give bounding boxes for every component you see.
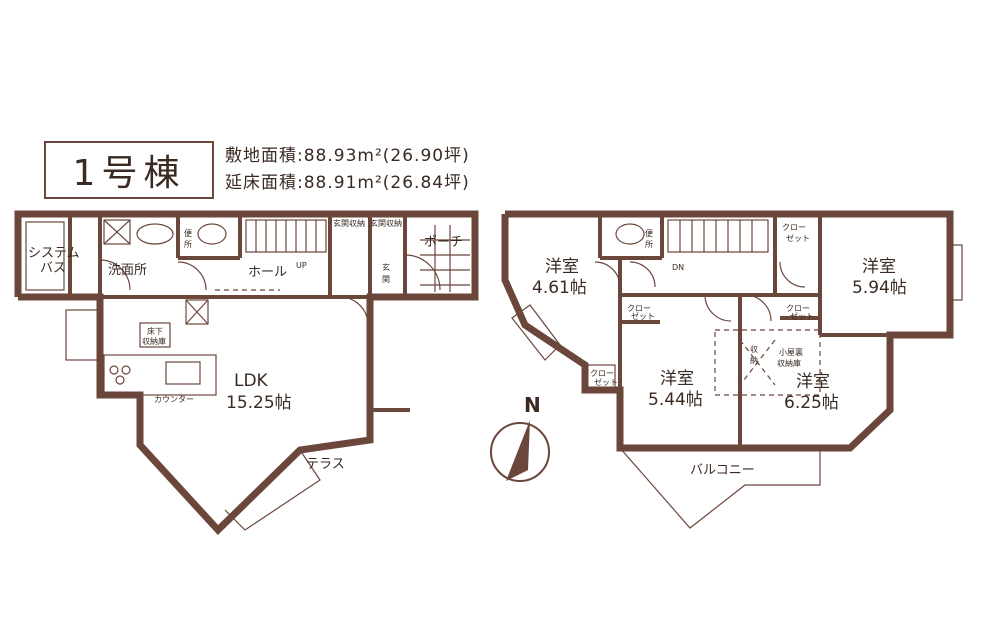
label-system-bath-1: システム: [28, 246, 80, 261]
label-hall: ホール: [248, 265, 287, 280]
wash-basin: [136, 223, 174, 245]
label-closet-d2: ゼット: [594, 377, 618, 387]
door-arc: [177, 261, 207, 291]
label-washroom: 洗面所: [108, 263, 147, 278]
label-room3: 洋室: [660, 369, 694, 389]
label-closet-d1: クロー: [590, 369, 614, 378]
label-ldk: LDK: [234, 371, 269, 391]
label-room4: 洋室: [796, 372, 830, 392]
site-area-text: 敷地面積:88.93m²(26.90坪): [225, 146, 470, 166]
compass-north-label: N: [524, 393, 541, 417]
label-entrance-storage-1: 玄関収納: [333, 218, 365, 228]
label-toilet1-b: 所: [184, 239, 192, 249]
door-arc: [339, 296, 369, 326]
label-system-bath-2: バス: [40, 261, 66, 276]
balcony-outline: [619, 447, 821, 529]
label-closet-c2: ゼット: [790, 311, 814, 321]
label-toilet2-a: 便: [645, 228, 653, 238]
sink: [165, 361, 201, 385]
label-room2: 洋室: [862, 257, 896, 277]
label-storage-a: 収: [750, 344, 758, 354]
label-room4-size: 6.25帖: [784, 393, 839, 413]
label-closet-b1: クロー: [627, 304, 651, 313]
label-counter: カウンター: [154, 395, 194, 404]
toilet-fixture-2: [615, 223, 645, 245]
compass-needle: [506, 420, 530, 481]
floor2-outer-wall: [501, 210, 954, 452]
label-attic-1: 小屋裏: [779, 347, 803, 357]
label-dn: DN: [672, 263, 684, 272]
label-attic-2: 収納庫: [777, 358, 801, 368]
label-entrance-storage-2: 玄関収納: [370, 218, 402, 228]
label-storage-b: 納: [750, 355, 758, 365]
outdoor-unit: [65, 309, 101, 361]
label-closet-b2: ゼット: [631, 311, 655, 321]
label-ldk-size: 15.25帖: [226, 393, 292, 413]
floor-2-plan: 便 所 DN 洋室 4.61帖 洋室 5.94帖 洋室 5.44帖 洋室 6.2…: [501, 210, 963, 529]
label-room2-size: 5.94帖: [852, 278, 907, 298]
label-porch: ポーチ: [424, 235, 463, 250]
label-closet-a1: クロー: [782, 223, 806, 232]
label-underfloor-1: 床下: [147, 326, 163, 336]
bay-window-2: [511, 304, 561, 361]
bay-window: [949, 244, 963, 301]
toilet-fixture-1: [197, 223, 227, 245]
fridge-space: [185, 299, 209, 325]
underfloor-storage: [139, 322, 171, 348]
stairs-floor1: [245, 219, 327, 253]
porch-tiles: [420, 225, 470, 292]
label-room1-size: 4.61帖: [532, 278, 587, 298]
kitchen-counter: [103, 354, 217, 396]
label-toilet1-a: 便: [184, 228, 192, 238]
label-closet-a2: ゼット: [786, 233, 810, 243]
building-title: 1号棟: [44, 141, 214, 199]
label-room3-size: 5.44帖: [648, 390, 703, 410]
stairs-floor2: [667, 219, 769, 253]
label-terrace: テラス: [306, 457, 345, 472]
washer-space: [103, 219, 131, 245]
label-entrance-b: 関: [382, 275, 390, 284]
label-room1: 洋室: [545, 257, 579, 277]
label-up: UP: [296, 261, 307, 270]
compass: N: [490, 393, 550, 482]
compass-circle: [490, 422, 550, 482]
door-arc: [99, 259, 131, 291]
label-underfloor-2: 収納庫: [142, 336, 166, 346]
door-arc: [404, 254, 441, 291]
label-closet-c1: クロー: [786, 304, 810, 313]
floor-1-plan: システム バス 洗面所 便 所 ホール UP 玄関収納 玄関収納 玄 関 ポーチ…: [14, 210, 479, 536]
floor-area-text: 延床面積:88.91m²(26.84坪): [225, 173, 470, 193]
label-toilet2-b: 所: [645, 239, 653, 249]
bathtub: [25, 221, 65, 291]
terrace-outline: [224, 449, 321, 531]
label-entrance-a: 玄: [382, 262, 390, 272]
label-balcony: バルコニー: [690, 463, 755, 478]
